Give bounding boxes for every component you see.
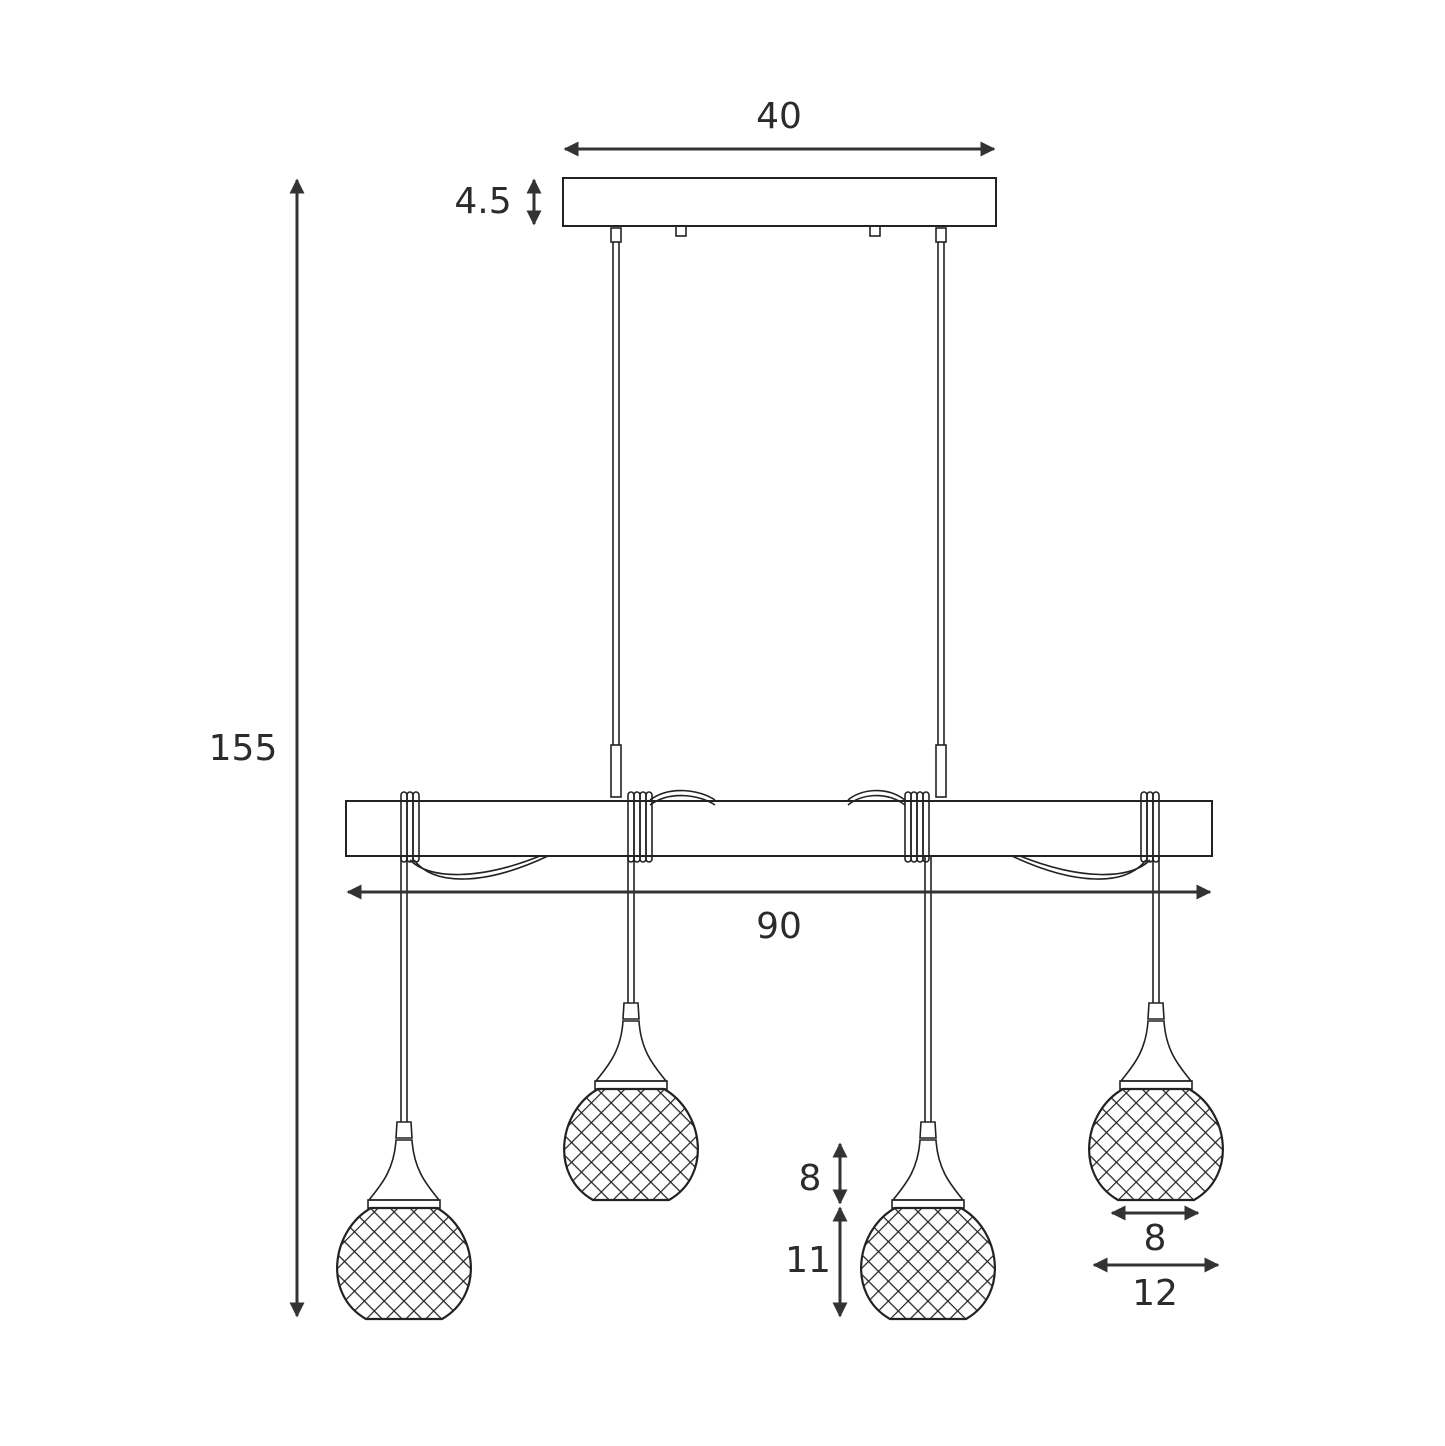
dimension-shade-inner-width: 8: [1110, 1205, 1200, 1259]
dimension-shade-top-height: 8: [799, 1142, 848, 1205]
pendant-shade-1: [336, 856, 472, 1321]
pendant-shade-4: [1088, 856, 1224, 1202]
suspension-rods: [610, 227, 947, 798]
dimension-shade-globe-height: 11: [785, 1206, 848, 1318]
label-shade-top-height: 8: [799, 1158, 822, 1199]
label-canopy-width: 40: [756, 96, 802, 137]
dimension-total-height: 155: [209, 178, 305, 1318]
label-shade-inner-width: 8: [1144, 1218, 1167, 1259]
label-shade-outer-width: 12: [1132, 1273, 1178, 1314]
pendants: [336, 856, 1224, 1321]
dimension-canopy-height: 4.5: [454, 178, 542, 226]
dimension-bar-width: 90: [346, 884, 1212, 947]
label-canopy-height: 4.5: [454, 181, 511, 222]
dimension-canopy-width: 40: [563, 96, 996, 157]
dimension-shade-outer-width: 12: [1092, 1257, 1220, 1314]
label-shade-globe-height: 11: [785, 1240, 831, 1281]
pendant-shade-3: [860, 856, 996, 1321]
ceiling-canopy: [562, 177, 997, 237]
label-total-height: 155: [209, 728, 278, 769]
label-bar-width: 90: [756, 906, 802, 947]
pendant-shade-2: [563, 856, 699, 1202]
horizontal-bar: [345, 789, 1213, 880]
